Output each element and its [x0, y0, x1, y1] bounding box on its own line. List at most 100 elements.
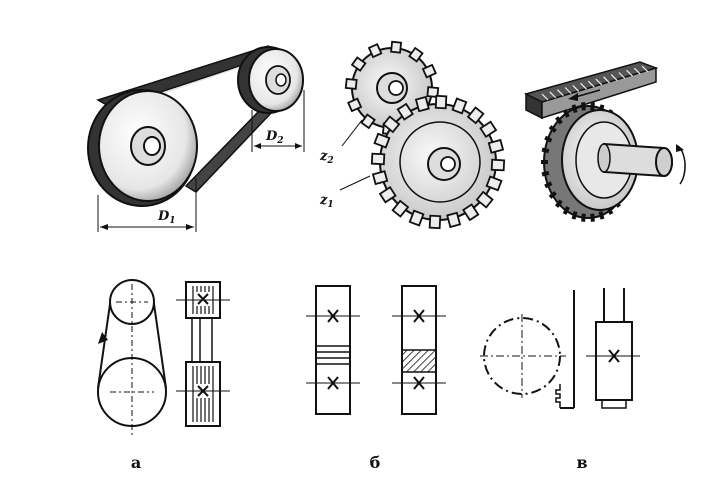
pinion-tooth: [581, 102, 586, 111]
pinion-tooth: [541, 147, 550, 154]
gear-tooth: [347, 97, 363, 113]
rack-side-face: [541, 66, 657, 120]
rack-tooth: [556, 89, 564, 97]
gear-tooth: [371, 170, 389, 186]
gear-tooth: [408, 209, 425, 227]
gear-z1: [370, 94, 506, 230]
rack-motion-arrow-head: [568, 93, 578, 101]
rack-tooth: [633, 67, 641, 75]
pinion-side-hub: [601, 399, 627, 409]
gear-tooth: [475, 190, 494, 209]
gear-tooth: [391, 199, 410, 218]
gear-tooth: [396, 102, 414, 121]
belt-right-line: [153, 303, 167, 389]
pinion-tooth: [544, 181, 553, 189]
pinion-tooth: [571, 210, 578, 220]
gear-tooth: [462, 203, 480, 222]
pinion-tooth: [555, 116, 563, 125]
pinion-shaft-end: [655, 147, 673, 177]
d2-arrow-right: [295, 143, 302, 149]
spur-pair-outline: [315, 285, 351, 415]
gear-tooth: [390, 40, 403, 54]
gear-tooth: [428, 214, 442, 230]
pinion-tooth: [562, 109, 570, 118]
caption-a: а: [131, 453, 141, 472]
large-pulley-side-view: [185, 361, 221, 427]
pinion-tooth: [562, 206, 570, 215]
gear-tooth: [426, 86, 440, 99]
pinion-tooth: [571, 104, 578, 114]
belt-left-line: [97, 303, 111, 389]
rack-teeth: [541, 65, 649, 101]
rack-tooth: [580, 82, 587, 90]
rack-tooth: [587, 80, 595, 88]
pinion-shaft-collar: [597, 143, 611, 173]
gear-tooth: [446, 211, 462, 229]
pinion-side-view: [595, 321, 633, 401]
small-pulley-circle: [109, 279, 155, 325]
d1-arrow-left: [100, 224, 108, 230]
pinion-tooth: [544, 135, 553, 143]
gear-tooth: [485, 175, 503, 192]
d1-label: D1: [157, 209, 176, 226]
gear-tooth: [466, 106, 485, 125]
gear-tooth: [370, 152, 386, 166]
rack-schematic-symbol: [480, 288, 640, 409]
z2-label: z2: [319, 149, 334, 166]
d1-arrow-right: [186, 224, 194, 230]
pinion-tooth: [581, 213, 586, 222]
gear-tooth: [451, 97, 468, 115]
gear-tooth: [487, 138, 505, 154]
spur-gear-pair-illustration: z2 z1: [319, 40, 506, 230]
d2-label: D2: [265, 129, 284, 146]
belt-schematic-symbol: [97, 279, 230, 436]
gear-tooth: [479, 120, 498, 138]
pinion-tooth: [548, 191, 557, 199]
rack-tooth: [618, 72, 626, 79]
gear-tooth: [344, 77, 358, 90]
gear-tooth: [382, 115, 401, 134]
pinion-tooth: [541, 170, 550, 177]
rack-tooth: [572, 84, 580, 92]
gear-tooth: [434, 94, 448, 110]
rack-tooth: [564, 87, 572, 94]
rotation-arrow-arc: [677, 145, 686, 185]
z1-label: z1: [319, 193, 334, 210]
belt-drive-illustration: D1 D2: [87, 45, 305, 232]
rack-tooth: [610, 74, 618, 82]
rack-and-pinion-illustration: [523, 61, 686, 222]
gear-tooth: [408, 46, 424, 63]
d2-arrow-left: [254, 143, 261, 149]
pinion-tooth: [590, 102, 595, 111]
gear-z1-teeth: [370, 94, 506, 230]
rack-tooth: [641, 65, 649, 73]
belt-direction-arrow: [98, 332, 108, 344]
gear-tooth: [367, 43, 383, 59]
rack-tooth: [626, 69, 634, 77]
gear-schematic-symbol: [306, 285, 446, 415]
rotation-arrow-head: [676, 144, 684, 152]
gear-tooth: [490, 158, 506, 172]
pinion-tooth: [555, 199, 563, 208]
gear-tooth: [373, 132, 391, 149]
rack-tooth: [595, 78, 603, 86]
caption-v: в: [576, 453, 587, 472]
gear-tooth: [360, 113, 376, 130]
z2-leader: [341, 119, 363, 147]
gear-tooth: [350, 56, 367, 72]
gear-tooth: [378, 186, 397, 204]
z1-leader: [339, 175, 371, 191]
rack-tooth: [541, 93, 549, 101]
rack-tooth: [549, 91, 557, 99]
pinion-tooth: [548, 125, 557, 133]
gear-tooth: [421, 63, 437, 79]
caption-b: б: [370, 453, 381, 472]
pinion-tooth: [590, 213, 595, 222]
pinion-tooth: [598, 210, 605, 220]
gear-tooth: [414, 95, 430, 113]
rack-teeth-symbol: [555, 384, 561, 408]
rack-tooth: [603, 76, 610, 84]
large-pulley-shaft: [143, 136, 161, 156]
